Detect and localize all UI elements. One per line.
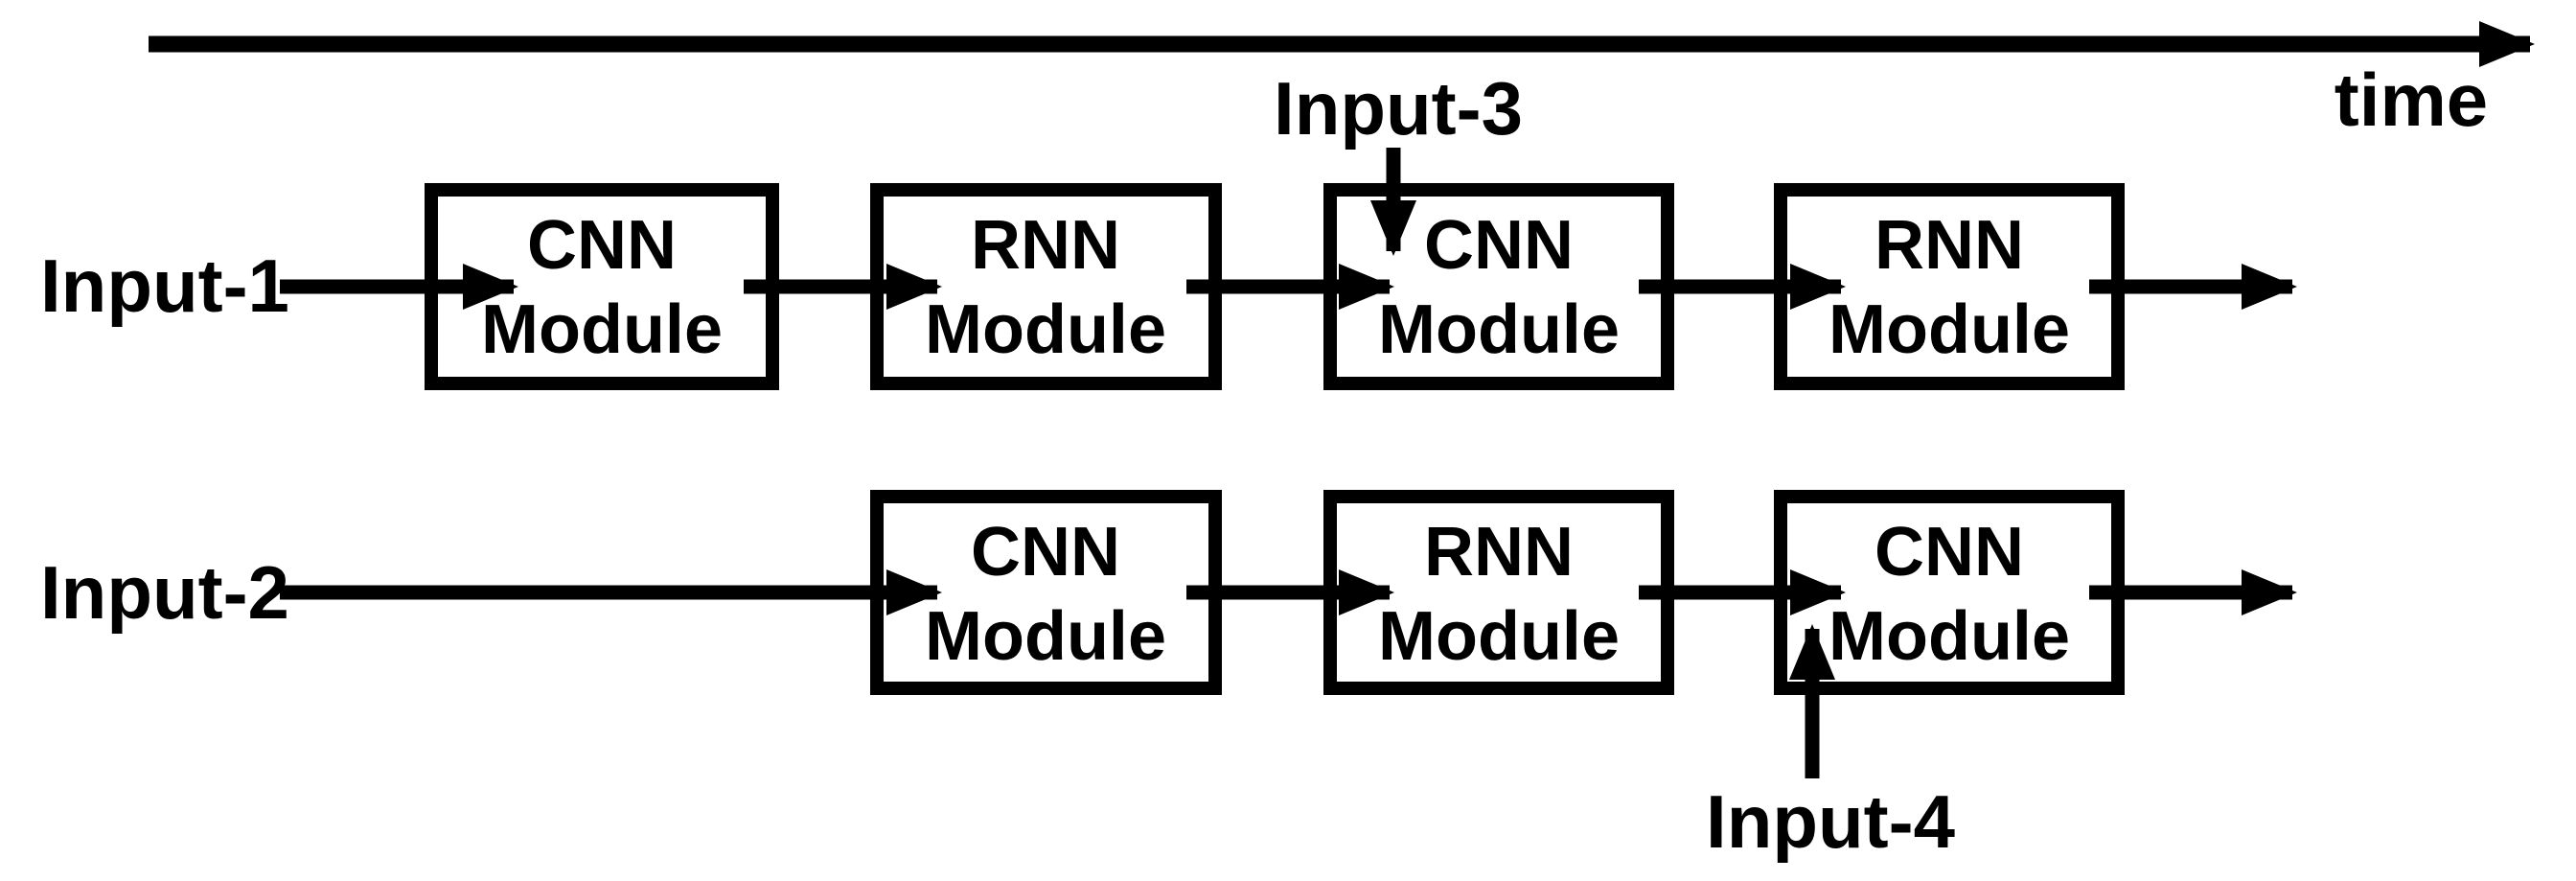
module-box-row2-col2-line2: Module [925,598,1166,675]
input-2-label: Input-2 [40,550,289,635]
input-1-label: Input-1 [40,243,289,328]
module-box-row1-col3-line2: Module [1378,291,1620,368]
module-box-row1-col1-line2: Module [481,291,723,368]
module-box-row1-col4-line1: RNN [1874,207,2024,284]
module-box-row2-col4-line2: Module [1828,598,2070,675]
module-box-row2-col3-line1: RNN [1424,514,1574,591]
input-4-label: Input-4 [1706,779,1955,864]
module-box-row2-col3-line2: Module [1378,598,1620,675]
module-box-row1-col2-line2: Module [925,291,1166,368]
module-box-row1-col3-line1: CNN [1424,207,1574,284]
module-box-row1-col4-line2: Module [1828,291,2070,368]
module-box-row2-col2-line1: CNN [971,514,1120,591]
module-box-row1-col2-line1: RNN [971,207,1120,284]
module-box-row1-col1-line1: CNN [527,207,677,284]
time-axis-label: time [2334,58,2488,142]
input-3-label: Input-3 [1274,66,1523,151]
module-box-row2-col4-line1: CNN [1874,514,2024,591]
